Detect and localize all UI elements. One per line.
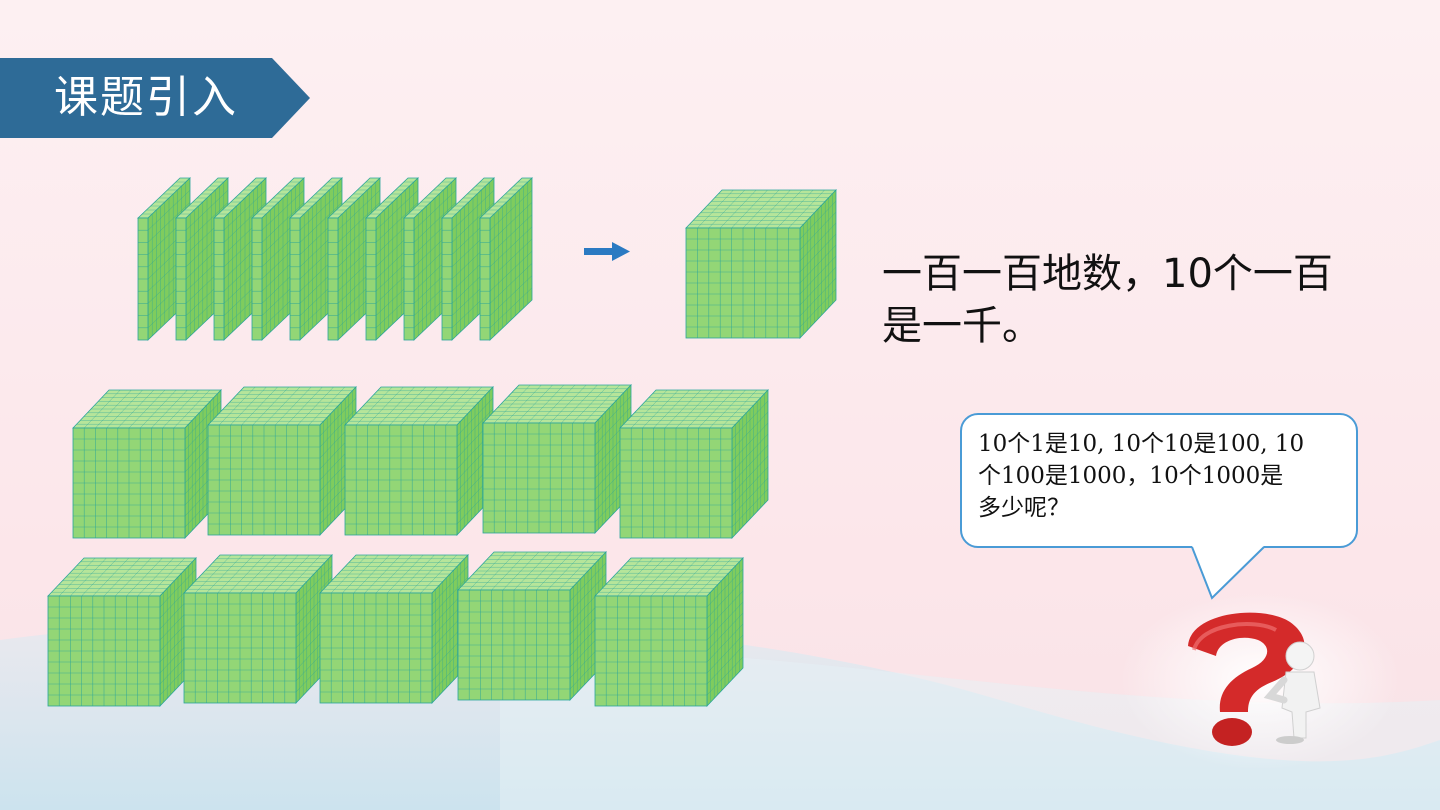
thousand-cube (319, 553, 469, 705)
thousand-cube (183, 553, 333, 705)
speech-bubble (960, 413, 1358, 548)
bubble-line-2: 个100是1000，10个1000是 (978, 463, 1284, 489)
wave-decor-2 (500, 649, 1440, 810)
statement-text: 一百一百地数，10个一百 是一千。 (882, 248, 1382, 352)
page-title: 课题引入 (54, 72, 238, 123)
thousand-cube (619, 388, 769, 540)
thousand-cube (594, 556, 744, 708)
question-mark-thinker-icon (1188, 612, 1321, 746)
hundred-flat (479, 177, 533, 341)
title-banner (0, 58, 310, 138)
statement-line-2: 是一千。 (882, 303, 1042, 349)
bubble-text: 10个1是10, 10个10是100, 10 个100是1000，10个1000… (978, 428, 1348, 524)
statement-line-1: 一百一百地数，10个一百 (882, 251, 1333, 297)
thousand-cube (685, 188, 837, 340)
thousand-cube (344, 385, 494, 537)
thousand-cube (482, 383, 632, 535)
bubble-line-1: 10个1是10, 10个10是100, 10 (978, 431, 1305, 457)
right-arrow-icon (584, 242, 630, 261)
bubble-line-3: 多少呢？ (978, 495, 1070, 521)
thousand-cube (72, 388, 222, 540)
